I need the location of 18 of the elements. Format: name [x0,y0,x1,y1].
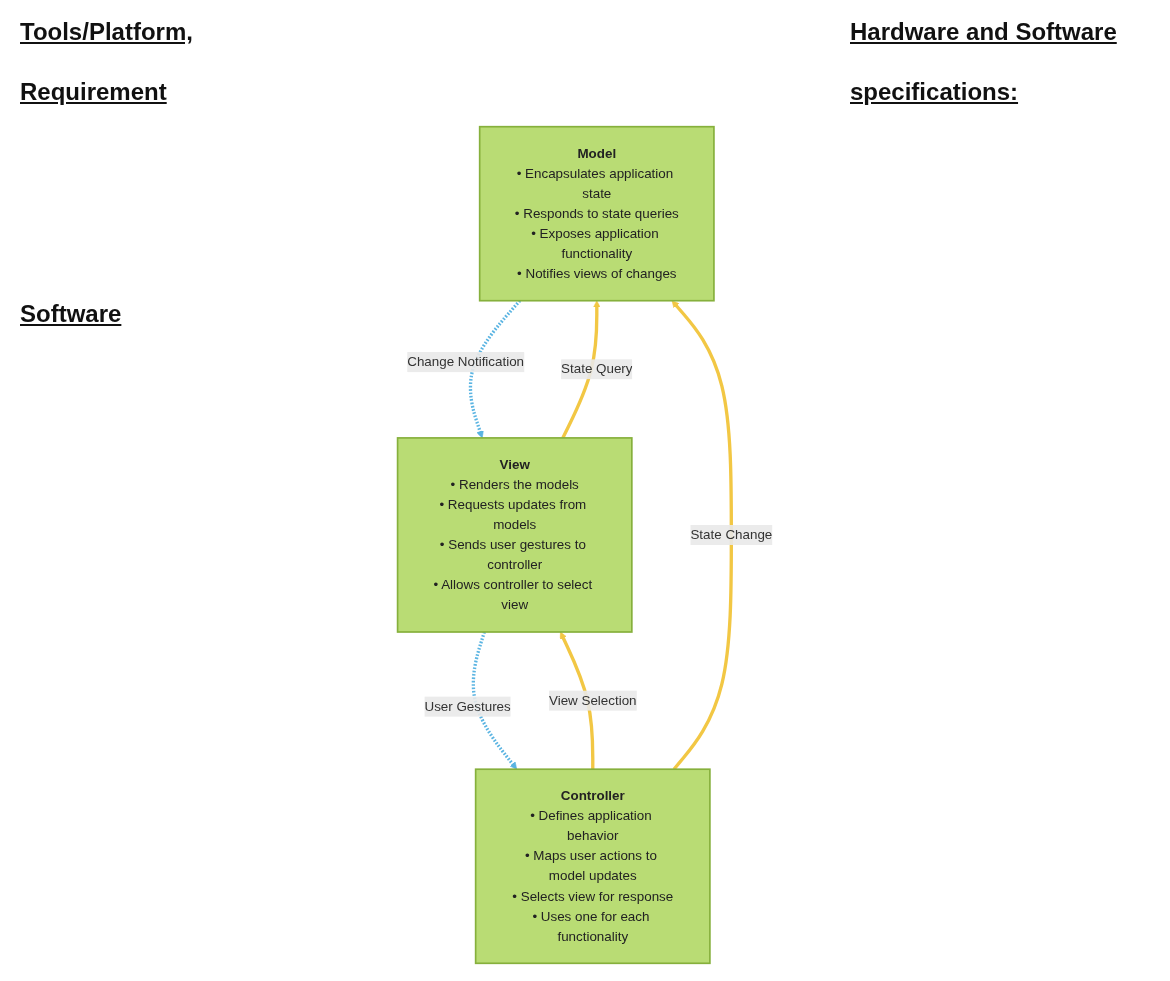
heading-text: Software [20,300,122,328]
edge-label: State Change [690,527,773,542]
arrow [560,631,595,770]
edge-label: View Selection [549,693,637,708]
edge-label: Change Notification [407,354,525,369]
arrow [468,299,522,439]
arrow [671,300,734,771]
edge-label: State Query [561,361,633,376]
heading-text: Hardware and Software [850,18,1117,46]
node-box: View • Renders the models • Requests updates from models • Sends user gestures to controller • Allows controller to select view [396,437,633,633]
heading-text: Tools/Platform, [20,18,193,46]
heading-text: Requirement [20,78,167,106]
arrow [471,631,518,770]
arrow [561,300,601,439]
node-box: Controller • Defines application behavior • Maps user actions to model updates • Selects view for response • Uses one for each functionality [474,768,711,965]
heading-text: specifications: [850,78,1019,106]
edge-label: User Gestures [424,699,511,714]
node-box: Model • Encapsulates application state • Responds to state queries • Exposes application functionality • Notifies views of changes [478,125,715,302]
